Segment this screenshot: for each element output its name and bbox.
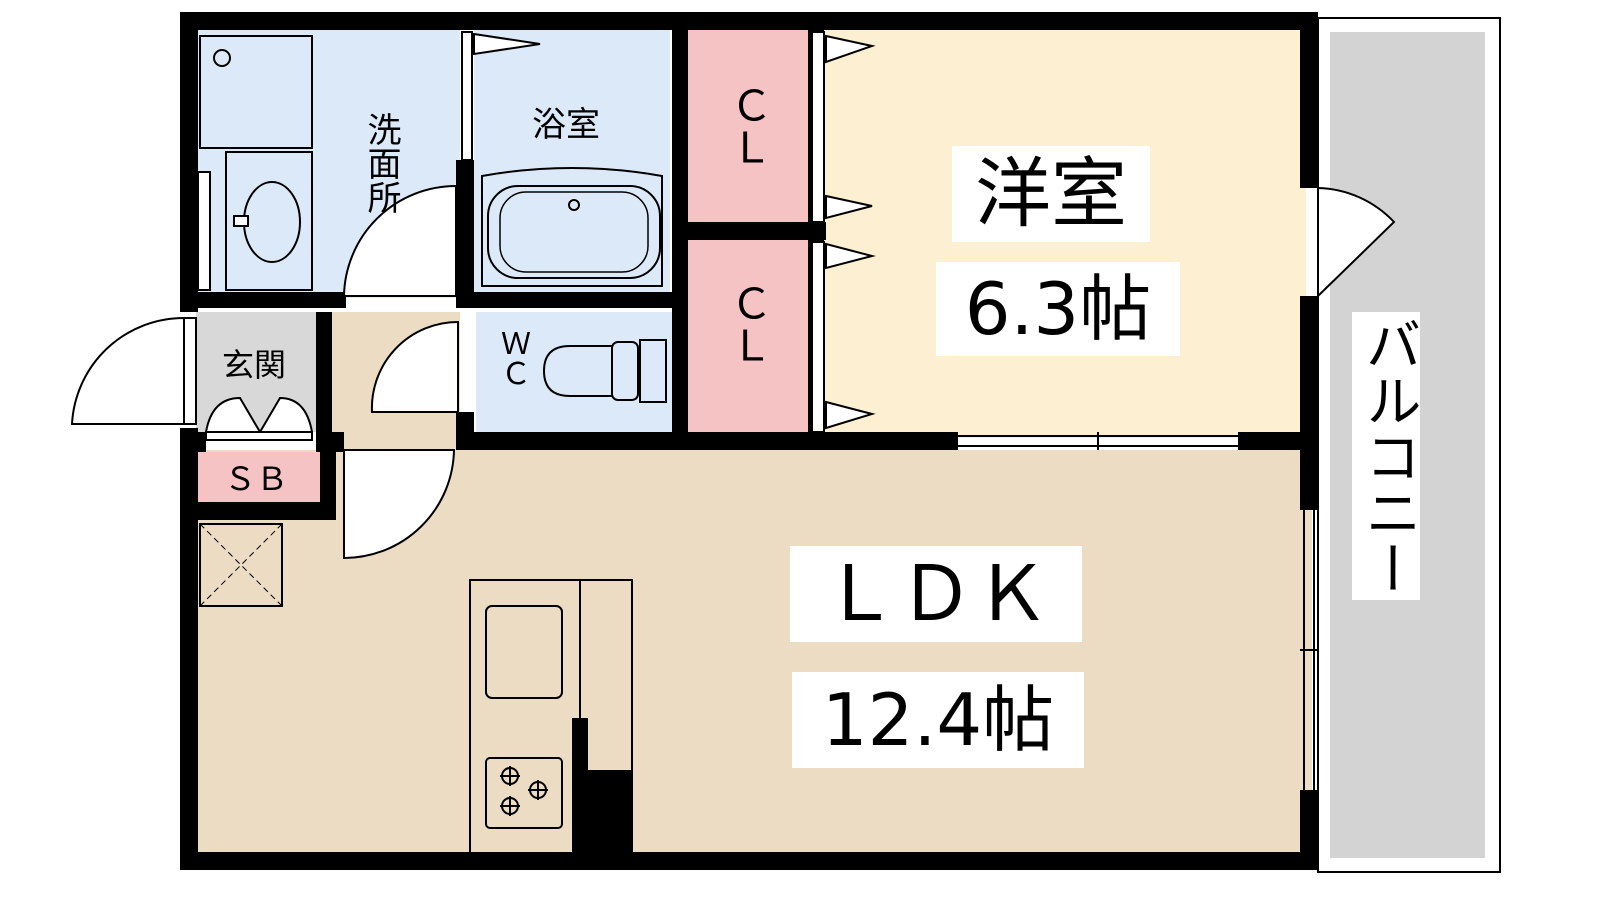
- ldk-name: ＬＤＫ: [790, 546, 1082, 642]
- sliding-doors: [958, 432, 1318, 790]
- cooktop: [485, 757, 563, 829]
- toilet-lid: [611, 341, 639, 401]
- western-room-size: 6.3帖: [936, 262, 1180, 356]
- washroom-label: 洗面所: [361, 112, 401, 214]
- bathroom-floor: [474, 28, 670, 298]
- western-room-name: 洋室: [952, 146, 1150, 242]
- toilet-bowl: [542, 345, 612, 397]
- ldk-size: 12.4帖: [792, 672, 1084, 768]
- vanity-mirror: [197, 171, 211, 291]
- closet-doors: [461, 31, 876, 433]
- walls: [180, 12, 1318, 870]
- shoe-box-label: ＳＢ: [224, 460, 288, 498]
- shoe-box-floor: [196, 452, 320, 502]
- storage-hatch: [199, 523, 283, 607]
- bathroom-label: 浴室: [532, 105, 600, 145]
- bathtub-basin: [499, 191, 649, 273]
- bathtub-inner: [487, 185, 661, 279]
- swing-doors: [70, 184, 1396, 560]
- vanity-faucet: [233, 215, 249, 227]
- pillar: [584, 770, 632, 860]
- closet-2-label: ＣＬ: [724, 282, 773, 366]
- vanity-counter: [225, 151, 313, 291]
- closet-2-floor: [688, 240, 810, 434]
- bathtub-drain: [568, 199, 580, 211]
- balcony-label: バルコニー: [1352, 312, 1421, 600]
- entrance-label: 玄関: [222, 346, 286, 384]
- closet-1-label: ＣＬ: [724, 84, 773, 168]
- closet-1-floor: [688, 28, 810, 224]
- bathtub-outer: [481, 167, 663, 287]
- toilet-tank: [639, 339, 667, 403]
- washer-unit: [199, 35, 313, 149]
- kitchen-sink: [485, 605, 563, 699]
- washer-drain: [213, 49, 231, 67]
- burner-icons: [500, 766, 548, 816]
- wc-label-text: ＷＣ: [495, 328, 530, 388]
